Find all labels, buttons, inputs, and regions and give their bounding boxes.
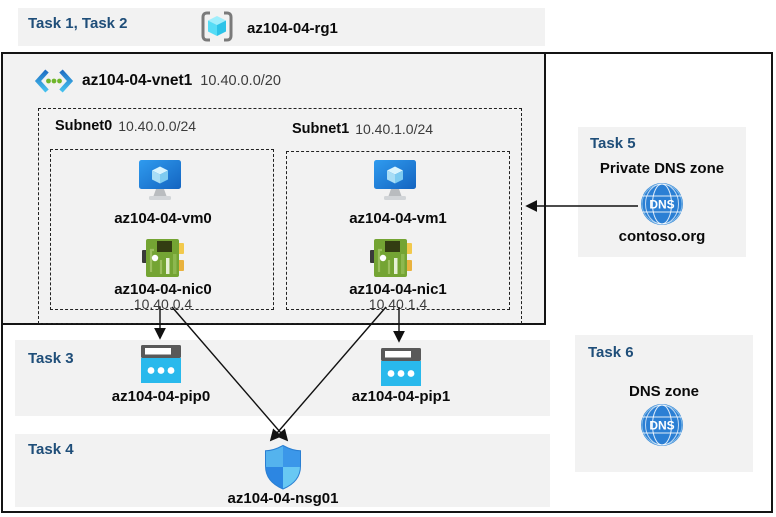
nic1-name: az104-04-nic1 — [349, 281, 447, 298]
nsg-name: az104-04-nsg01 — [227, 490, 339, 507]
vm0-name: az104-04-vm0 — [114, 210, 212, 227]
vnet-header: az104-04-vnet1 10.40.0.0/20 — [34, 66, 281, 96]
task6-box — [575, 335, 753, 472]
pip1-icon — [378, 346, 424, 388]
subnet1-cidr: 10.40.1.0/24 — [355, 121, 434, 137]
pip0-name: az104-04-pip0 — [111, 388, 211, 405]
nsg-shield-icon — [263, 444, 303, 490]
tasks-1-2-label: Task 1, Task 2 — [28, 15, 128, 32]
dns-zone-title: DNS zone — [628, 383, 699, 400]
subnet0-box — [50, 149, 274, 310]
private-dns-zone-icon: DNS — [640, 182, 684, 226]
private-dns-zone-title: Private DNS zone — [599, 160, 725, 177]
vnet-cidr: 10.40.0.0/20 — [200, 73, 281, 89]
private-dns-zone-name: contoso.org — [618, 228, 706, 245]
pip0-icon — [138, 343, 184, 385]
task6-label: Task 6 — [588, 344, 634, 361]
task4-label: Task 4 — [28, 441, 74, 458]
subnet1-name: Subnet1 — [292, 121, 350, 137]
subnet0-cidr: 10.40.0.0/24 — [118, 118, 197, 134]
resource-group-name: az104-04-rg1 — [247, 20, 338, 37]
subnet1-label-row: Subnet1 10.40.1.0/24 — [292, 121, 433, 137]
dns-badge-text: DNS — [649, 198, 674, 212]
dns-zone-icon: DNS — [640, 403, 684, 447]
virtual-network-icon — [34, 69, 74, 93]
resource-group-icon — [199, 10, 235, 43]
vm0-icon — [137, 158, 183, 204]
nic0-name: az104-04-nic0 — [114, 281, 212, 298]
task5-label: Task 5 — [590, 135, 636, 152]
nic0-ip: 10.40.0.4 — [133, 296, 193, 312]
dns-badge-text: DNS — [649, 419, 674, 433]
nic1-icon — [368, 236, 414, 280]
subnet0-label-row: Subnet0 10.40.0.0/24 — [55, 118, 196, 134]
vnet-name: az104-04-vnet1 — [82, 72, 193, 89]
pip1-name: az104-04-pip1 — [351, 388, 451, 405]
nic0-icon — [140, 236, 186, 280]
subnet1-box — [286, 151, 510, 310]
nic1-ip: 10.40.1.4 — [368, 296, 428, 312]
tasks-1-2-band — [18, 8, 545, 46]
subnet0-name: Subnet0 — [55, 118, 113, 134]
vm1-icon — [372, 158, 418, 204]
vm1-name: az104-04-vm1 — [349, 210, 447, 227]
task3-label: Task 3 — [28, 350, 74, 367]
